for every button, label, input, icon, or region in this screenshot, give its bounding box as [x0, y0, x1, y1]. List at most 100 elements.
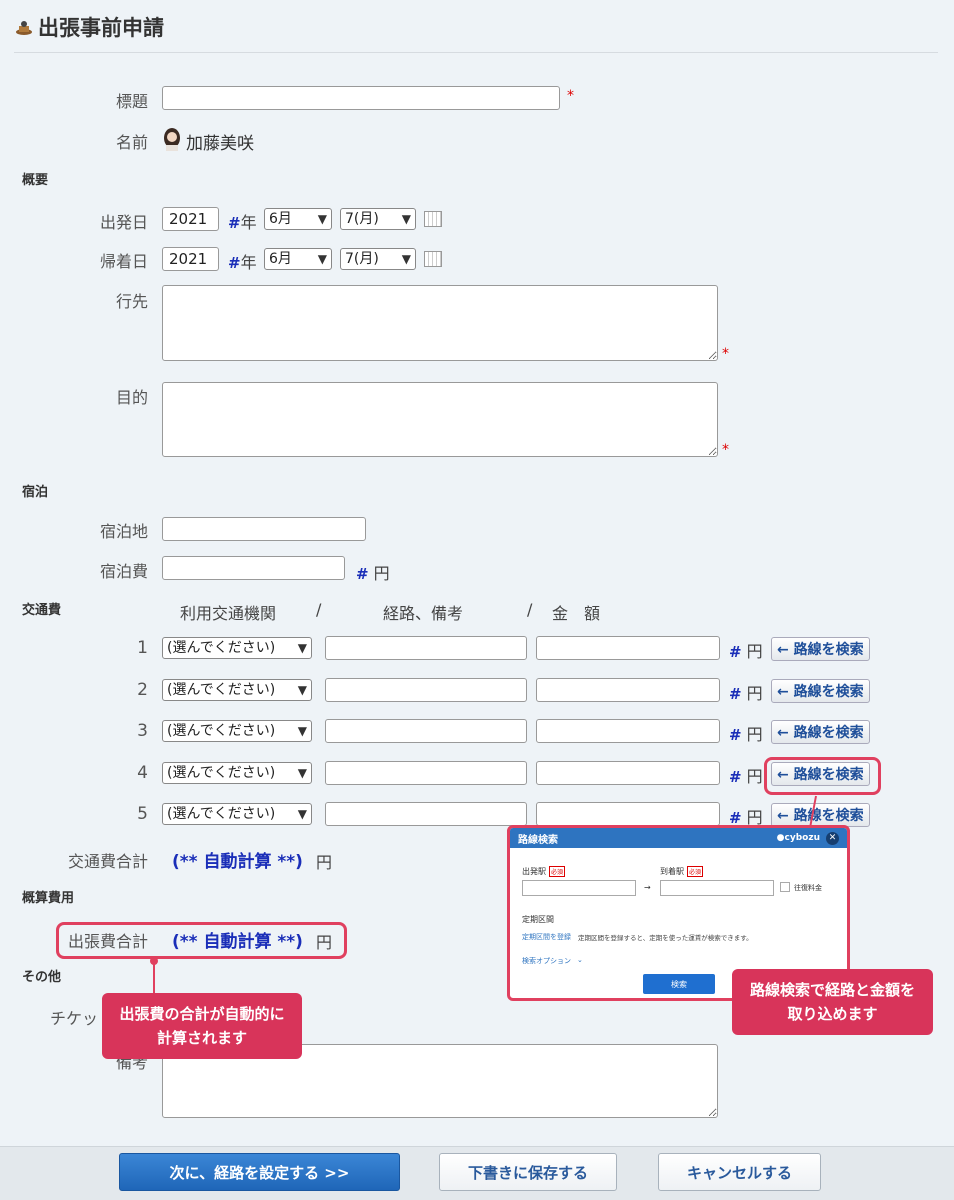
- subject-required-mark: *: [567, 88, 574, 104]
- chevron-down-icon: ▼: [401, 212, 411, 226]
- transport-amount-input[interactable]: [536, 678, 720, 702]
- roundtrip-checkbox[interactable]: [780, 882, 790, 892]
- chevron-down-icon: ▼: [401, 252, 411, 266]
- chevron-down-icon: ▼: [297, 724, 307, 738]
- destination-textarea[interactable]: [162, 285, 718, 361]
- transport-row-number: 3: [137, 721, 148, 741]
- trip-total-label: 出張費合計: [67, 932, 148, 951]
- purpose-label: 目的: [115, 388, 148, 407]
- destination-label: 行先: [115, 292, 148, 311]
- modal-to-label: 到着駅必須: [660, 866, 704, 877]
- return-day-select[interactable]: 7(月)▼: [340, 248, 416, 270]
- transport-mode-select[interactable]: (選んでください)▼: [162, 803, 312, 825]
- transport-row-number: 1: [137, 638, 148, 658]
- brand-text: cybozu: [784, 833, 820, 843]
- callout-total-pointer: [150, 957, 158, 994]
- transport-route-input[interactable]: [325, 761, 527, 785]
- return-month-select[interactable]: 6月▼: [264, 248, 332, 270]
- depart-month-select[interactable]: 6月▼: [264, 208, 332, 230]
- depart-date-label: 出発日: [99, 213, 148, 232]
- depart-day-select[interactable]: 7(月)▼: [340, 208, 416, 230]
- close-icon[interactable]: ✕: [826, 831, 839, 845]
- ticket-label: チケッ: [50, 1009, 99, 1028]
- cybozu-logo-icon: ●cybozu: [776, 833, 820, 843]
- app-icon: [16, 21, 32, 35]
- section-transport: 交通費: [22, 603, 62, 618]
- route-search-button[interactable]: ← 路線を検索: [771, 720, 870, 744]
- transport-route-input[interactable]: [325, 802, 527, 826]
- subject-input[interactable]: [162, 86, 560, 110]
- purpose-textarea[interactable]: [162, 382, 718, 457]
- route-search-button[interactable]: ← 路線を検索: [771, 803, 870, 827]
- transport-amount-input[interactable]: [536, 636, 720, 660]
- page-title: 出張事前申請: [14, 12, 164, 42]
- transport-header-sep2: /: [527, 600, 533, 619]
- modal-title: 路線検索: [518, 834, 558, 846]
- modal-search-button[interactable]: 検索: [643, 974, 715, 994]
- transport-amount-unit: # 円: [729, 684, 763, 703]
- transport-route-input[interactable]: [325, 678, 527, 702]
- depart-year-input[interactable]: 2021: [162, 207, 219, 231]
- commuter-register-link[interactable]: 定期区間を登録: [522, 933, 571, 941]
- chevron-down-icon: ▼: [317, 212, 327, 226]
- purpose-required-mark: *: [722, 442, 729, 458]
- lodging-cost-unit: # 円: [356, 564, 390, 583]
- transport-mode-select[interactable]: (選んでください)▼: [162, 679, 312, 701]
- transport-amount-input[interactable]: [536, 802, 720, 826]
- depart-year-unit: #年: [228, 213, 257, 232]
- transport-total-label: 交通費合計: [67, 852, 148, 871]
- callout-total: 出張費の合計が自動的に 計算されます: [102, 993, 302, 1059]
- save-draft-button[interactable]: 下書きに保存する: [439, 1153, 617, 1191]
- return-year-unit: #年: [228, 253, 257, 272]
- modal-from-label: 出発駅必須: [522, 866, 566, 877]
- chevron-down-icon: ▼: [297, 641, 307, 655]
- route-search-button[interactable]: ← 路線を検索: [771, 637, 870, 661]
- cancel-button[interactable]: キャンセルする: [658, 1153, 821, 1191]
- callout-route: 路線検索で経路と金額を 取り込めます: [732, 969, 933, 1035]
- chevron-down-icon: ▼: [297, 807, 307, 821]
- transport-header-mode: 利用交通機関: [180, 604, 277, 623]
- depart-calendar-icon[interactable]: [424, 211, 442, 227]
- transport-header-route: 経路、備考: [383, 604, 464, 623]
- modal-header: 路線検索 ●cybozu ✕: [510, 828, 847, 848]
- arrow-right-icon: →: [644, 883, 651, 892]
- title-divider: [14, 52, 938, 53]
- transport-mode-select[interactable]: (選んでください)▼: [162, 720, 312, 742]
- transport-route-input[interactable]: [325, 719, 527, 743]
- transport-total-auto: (** 自動計算 **): [172, 852, 303, 872]
- subject-label: 標題: [115, 92, 148, 111]
- transport-amount-unit: # 円: [729, 642, 763, 661]
- required-badge: 必須: [549, 866, 566, 877]
- modal-from-input[interactable]: [522, 880, 636, 896]
- transport-amount-unit: # 円: [729, 767, 763, 786]
- trip-total-unit: 円: [316, 933, 333, 952]
- search-options-toggle[interactable]: 検索オプション⌄: [522, 956, 583, 965]
- modal-pointer: [809, 795, 817, 828]
- section-other: その他: [22, 970, 62, 985]
- transport-amount-input[interactable]: [536, 719, 720, 743]
- commuter-label: 定期区間: [522, 915, 554, 924]
- lodging-place-input[interactable]: [162, 517, 366, 541]
- route-search-button[interactable]: ← 路線を検索: [771, 762, 870, 786]
- lodging-cost-input[interactable]: [162, 556, 345, 580]
- transport-row-number: 2: [137, 680, 148, 700]
- transport-mode-select[interactable]: (選んでください)▼: [162, 637, 312, 659]
- transport-mode-select[interactable]: (選んでください)▼: [162, 762, 312, 784]
- transport-amount-input[interactable]: [536, 761, 720, 785]
- transport-route-input[interactable]: [325, 636, 527, 660]
- route-button-highlight: [764, 757, 881, 795]
- transport-total-unit: 円: [316, 853, 333, 872]
- return-year-input[interactable]: 2021: [162, 247, 219, 271]
- transport-header-amount: 金 額: [552, 604, 601, 623]
- transport-amount-unit: # 円: [729, 808, 763, 827]
- section-overview: 概要: [22, 173, 49, 188]
- return-calendar-icon[interactable]: [424, 251, 442, 267]
- route-search-button[interactable]: ← 路線を検索: [771, 679, 870, 703]
- transport-row-number: 5: [137, 804, 148, 824]
- user-avatar-icon: [164, 128, 180, 151]
- modal-to-input[interactable]: [660, 880, 774, 896]
- chevron-down-icon: ▼: [297, 683, 307, 697]
- chevron-down-icon: ▼: [297, 766, 307, 780]
- next-set-route-button[interactable]: 次に、経路を設定する >>: [119, 1153, 400, 1191]
- transport-header-sep1: /: [316, 600, 322, 619]
